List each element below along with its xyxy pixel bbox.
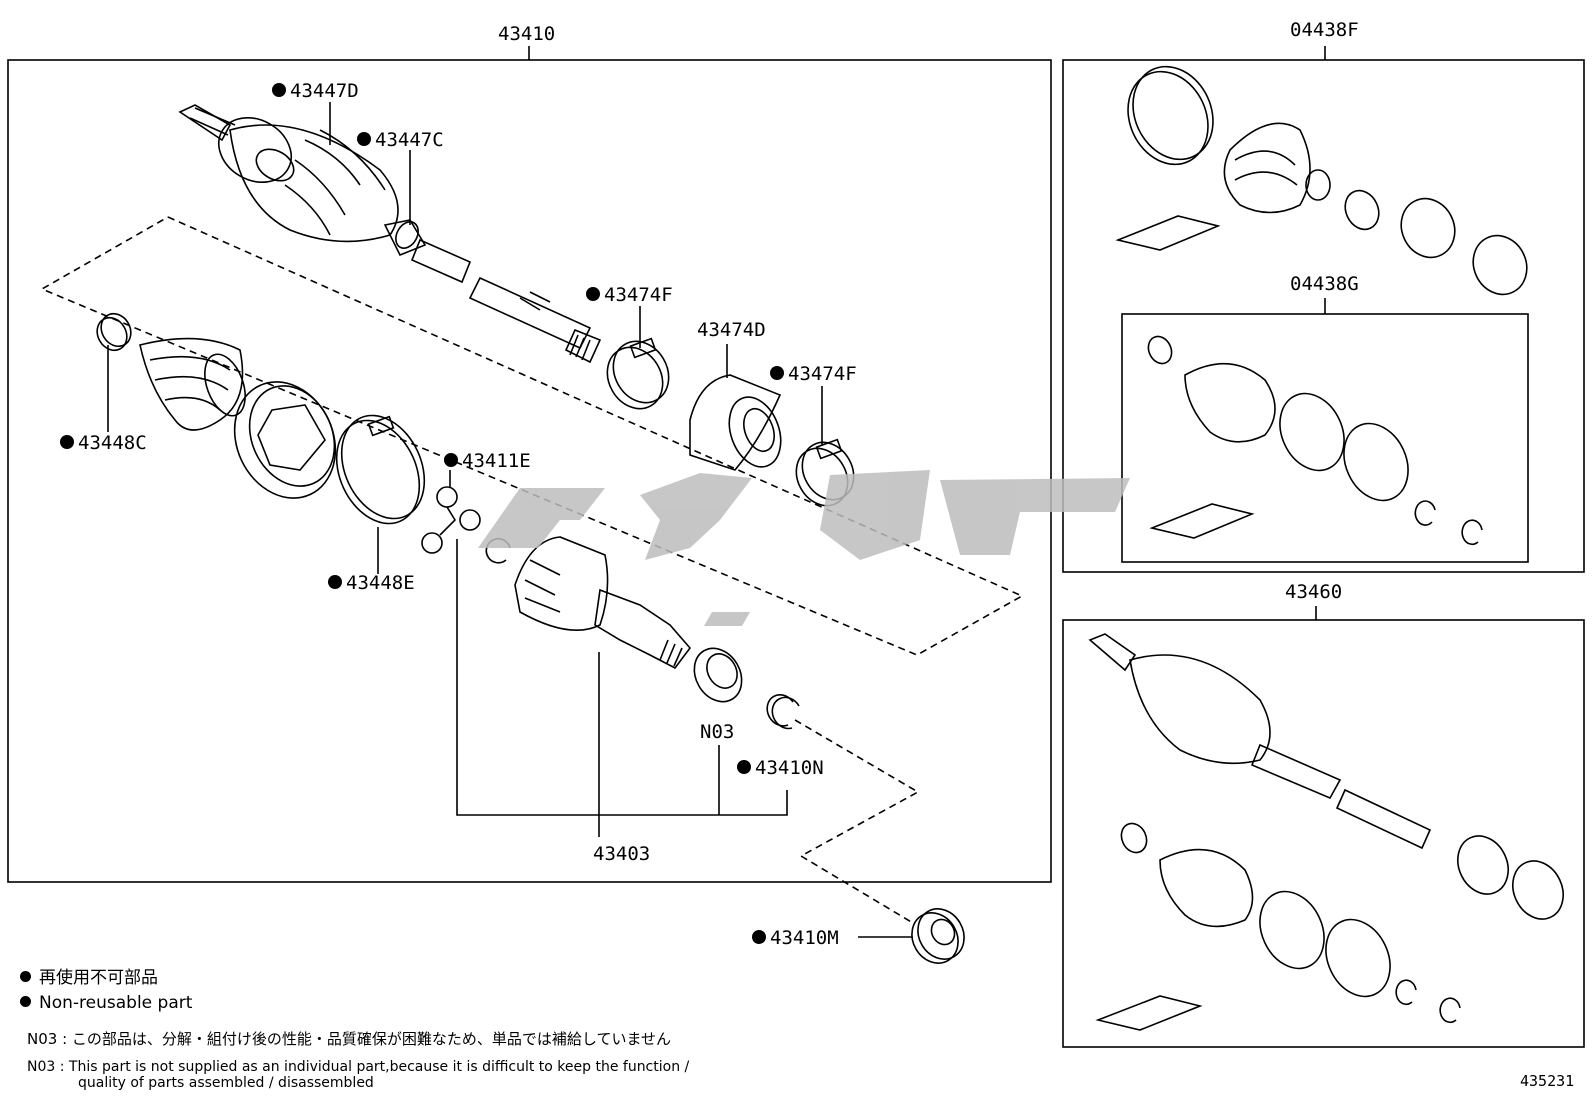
note-en-text-1: This part is not supplied as an individu… [68, 1059, 690, 1075]
tripod-43411E [421, 486, 481, 554]
outer-cv-joint [178, 104, 427, 257]
label-43410M: 43410M [770, 927, 839, 949]
boot-kit-inner-frame [1121, 313, 1529, 563]
legend-en: Non-reusable part [20, 993, 192, 1013]
clamp-43474F-a [606, 337, 670, 410]
label-43410N: 43410N [755, 757, 824, 779]
legend-jp-text: 再使用不可部品 [39, 968, 158, 988]
nonreusable-dot [444, 453, 458, 467]
label-04438F: 04438F [1290, 19, 1359, 41]
label-43403: 43403 [593, 843, 650, 865]
note-jp: N03 : この部品は、分解・組付け後の性能・品質確保が困難なため、単品では補給… [27, 1031, 671, 1047]
label-43448C: 43448C [78, 432, 147, 454]
nonreusable-dot [752, 930, 766, 944]
boot-kit-inner-parts [1147, 335, 1483, 546]
label-43460: 43460 [1285, 581, 1342, 603]
inner-joint-housing-ring [233, 381, 337, 499]
clamp-43448E [335, 414, 426, 525]
nonreusable-dot [357, 132, 371, 146]
label-43447D: 43447D [290, 80, 359, 102]
note-jp-text: この部品は、分解・組付け後の性能・品質確保が困難なため、単品では補給していません [71, 1030, 672, 1048]
nonreusable-dot [737, 760, 751, 774]
legend-jp: 再使用不可部品 [20, 968, 158, 988]
label-43447C: 43447C [375, 129, 444, 151]
bearing-43410M [858, 908, 965, 964]
dynamic-damper-43474D [689, 374, 782, 471]
boot-kit-outer-parts [1115, 65, 1528, 296]
seal-N03 [693, 647, 743, 703]
note-en-text-2: quality of parts assembled / disassemble… [78, 1075, 374, 1091]
label-43474F-a: 43474F [604, 284, 673, 306]
label-43474F-b: 43474F [788, 363, 857, 385]
boot-kit-outer-frame-box [1062, 59, 1585, 573]
snap-ring-43410N [766, 694, 800, 730]
nonreusable-dot [586, 287, 600, 301]
nonreusable-dot [328, 575, 342, 589]
label-N03: N03 [700, 721, 734, 743]
nonreusable-dot [60, 435, 74, 449]
label-43410: 43410 [498, 23, 555, 45]
note-en: N03 : This part is not supplied as an in… [27, 1059, 689, 1075]
label-43411E: 43411E [462, 450, 531, 472]
nonreusable-dot [272, 83, 286, 97]
bearing-dashed-link [794, 719, 920, 924]
legend-dot [20, 995, 31, 1007]
legend-dot [20, 970, 31, 982]
note-en-prefix: N03 : [27, 1059, 65, 1075]
clamp-43448C [96, 312, 132, 352]
label-43474D: 43474D [697, 319, 766, 341]
legend-en-text: Non-reusable part [39, 993, 193, 1013]
inner-joint-43403 [514, 536, 692, 670]
note-jp-prefix: N03 : [27, 1030, 68, 1048]
nonreusable-dot [770, 366, 784, 380]
opposite-assembly-parts [1088, 633, 1564, 1031]
label-04438G: 04438G [1290, 273, 1359, 295]
opposite-assembly-frame [1062, 619, 1585, 1048]
exploded-region-outline [40, 216, 1024, 656]
watermark [478, 470, 1130, 626]
note-en-line2: quality of parts assembled / disassemble… [78, 1075, 374, 1091]
drive-shaft [410, 238, 602, 364]
figure-code: 435231 [1520, 1072, 1575, 1090]
label-43448E: 43448E [346, 572, 415, 594]
